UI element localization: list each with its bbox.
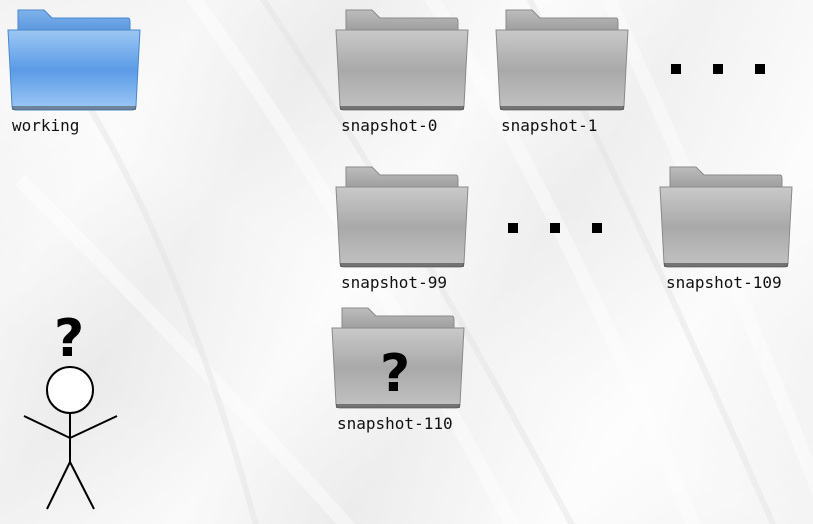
folder-snapshot-110-label: snapshot-110 <box>337 414 453 433</box>
folder-snapshot-99[interactable] <box>334 165 470 269</box>
folder-snapshot-110[interactable]: ? <box>330 306 466 410</box>
ellipsis-dot <box>713 64 723 74</box>
gray-folder-icon <box>331 307 465 409</box>
folder-snapshot-1-label: snapshot-1 <box>501 116 598 135</box>
ellipsis-dot <box>550 223 560 233</box>
ellipsis-dot <box>755 64 765 74</box>
gray-folder-icon <box>495 9 629 111</box>
ellipsis-row-2 <box>508 223 602 233</box>
folder-snapshot-109[interactable] <box>658 165 794 269</box>
ellipsis-row-1 <box>671 64 765 74</box>
ellipsis-dot <box>508 223 518 233</box>
ellipsis-dot <box>671 64 681 74</box>
ellipsis-dot <box>592 223 602 233</box>
folder-snapshot-0[interactable] <box>334 8 470 112</box>
gray-folder-icon <box>659 166 793 268</box>
person-question-mark: ? <box>54 309 85 369</box>
folder-snapshot-1[interactable] <box>494 8 630 112</box>
folder-snapshot-0-label: snapshot-0 <box>341 116 438 135</box>
folder-working[interactable] <box>6 8 142 112</box>
gray-folder-icon <box>335 166 469 268</box>
folder-snapshot-109-label: snapshot-109 <box>666 273 782 292</box>
blue-folder-icon <box>7 9 141 111</box>
folder-working-label: working <box>12 116 80 135</box>
gray-folder-icon <box>335 9 469 111</box>
stick-figure-icon <box>23 366 118 510</box>
folder-question-mark: ? <box>380 344 411 404</box>
folder-snapshot-99-label: snapshot-99 <box>341 273 447 292</box>
